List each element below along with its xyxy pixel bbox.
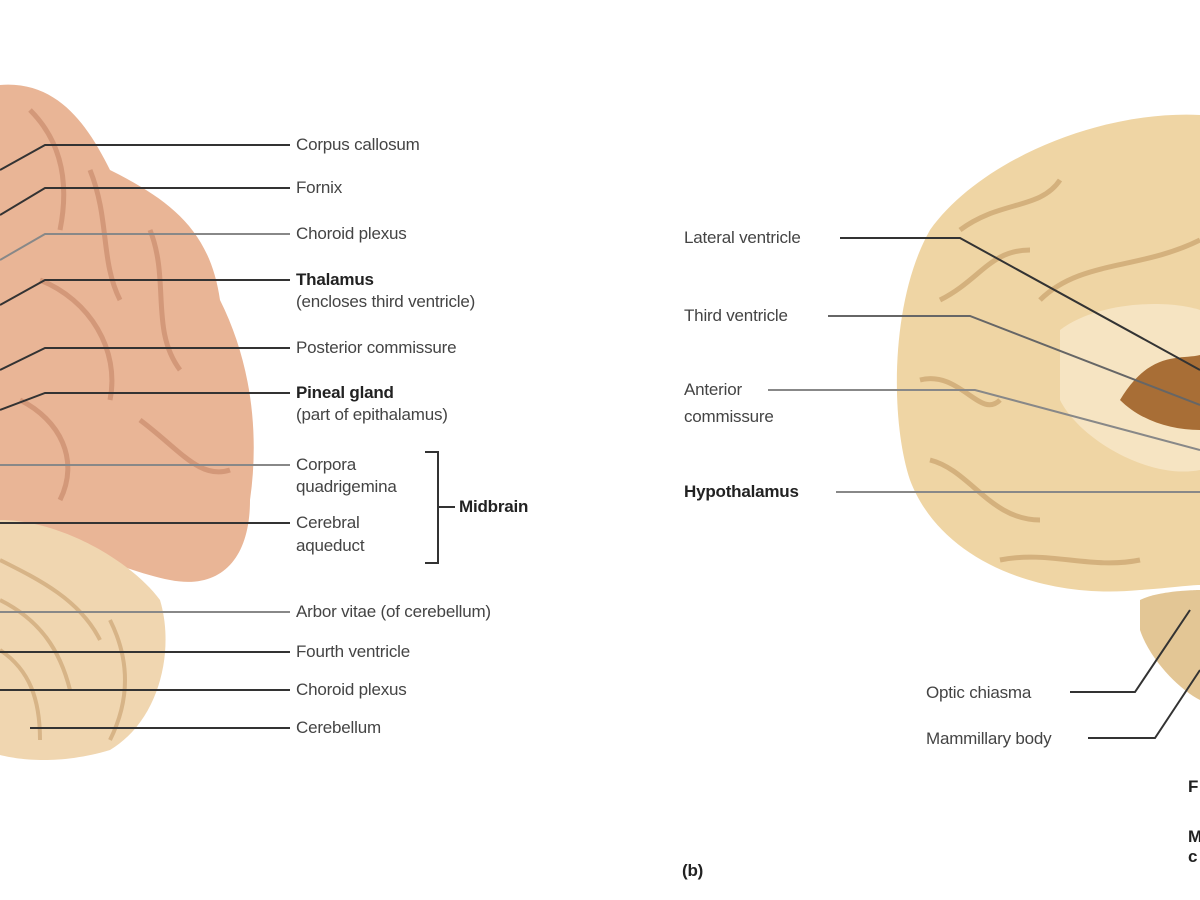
label-cut-3: c (1188, 847, 1198, 866)
label-lateral-ventricle: Lateral ventricle (684, 228, 801, 247)
label-fourth-ventricle: Fourth ventricle (296, 642, 410, 661)
label-thalamus: Thalamus (296, 270, 374, 289)
label-hypothalamus: Hypothalamus (684, 482, 799, 501)
label-optic-chiasma: Optic chiasma (926, 683, 1032, 702)
label-corpus-callosum: Corpus callosum (296, 135, 420, 154)
label-cut-1: F (1188, 777, 1199, 796)
label-corpora-2: quadrigemina (296, 477, 397, 496)
right-leader-lines (768, 237, 1200, 739)
label-mammillary-body: Mammillary body (926, 729, 1052, 748)
label-cut-2: M (1188, 827, 1200, 846)
label-fornix: Fornix (296, 178, 343, 197)
label-third-ventricle: Third ventricle (684, 306, 788, 325)
label-anterior-commissure-1: Anterior (684, 380, 742, 399)
label-pineal-gland: Pineal gland (296, 383, 394, 402)
label-posterior-commissure: Posterior commissure (296, 338, 457, 357)
label-thalamus-note: (encloses third ventricle) (296, 292, 476, 311)
panel-label-b: (b) (682, 861, 704, 880)
label-choroid-plexus-lower: Choroid plexus (296, 680, 407, 699)
label-midbrain: Midbrain (459, 497, 529, 516)
label-pineal-note: (part of epithalamus) (296, 405, 448, 424)
label-cerebral-aqueduct-2: aqueduct (296, 536, 365, 555)
label-cerebral-aqueduct-1: Cerebral (296, 513, 360, 532)
right-coronal-brain-image (896, 114, 1200, 700)
label-choroid-plexus-upper: Choroid plexus (296, 224, 407, 243)
label-cerebellum: Cerebellum (296, 718, 381, 737)
left-leader-lines (0, 144, 455, 729)
left-sagittal-brain-image (0, 84, 254, 760)
label-anterior-commissure-2: commissure (684, 407, 774, 426)
label-arbor-vitae: Arbor vitae (of cerebellum) (296, 602, 491, 621)
label-corpora-1: Corpora (296, 455, 357, 474)
